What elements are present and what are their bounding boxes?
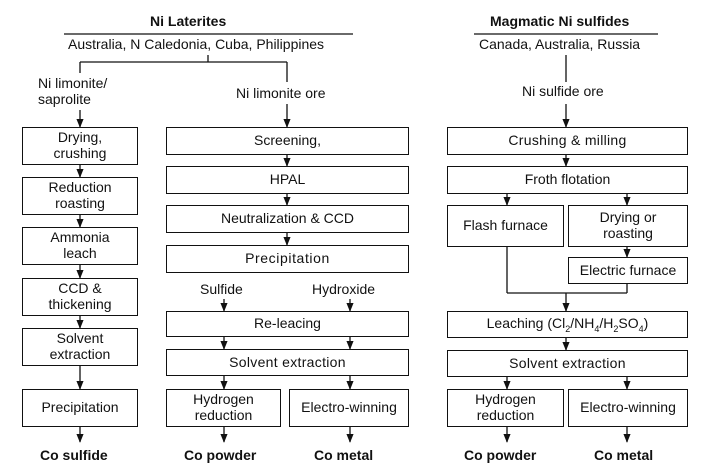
sulfides-countries: Canada, Australia, Russia	[479, 36, 641, 52]
sulfides-title: Magmatic Ni sulfides	[490, 13, 630, 29]
step-electro-winning-sulfide: Electro-winning	[568, 389, 688, 427]
step-hpal: HPAL	[166, 166, 409, 194]
step-drying-roasting: Drying or roasting	[568, 205, 688, 247]
output-co-metal-sulfide: Co metal	[594, 447, 654, 463]
branch-label-limonite-ore: Ni limonite ore	[236, 85, 326, 101]
step-screening: Screening,	[166, 127, 409, 155]
step-crushing-milling: Crushing & milling	[447, 127, 688, 155]
laterites-countries: Australia, N Caledonia, Cuba, Philippine…	[68, 36, 325, 52]
output-co-powder-sulfide: Co powder	[464, 447, 537, 463]
step-neutralization-ccd: Neutralization & CCD	[166, 205, 409, 233]
branch-label-limonite-saprolite: Ni limonite/ saprolite	[38, 75, 108, 107]
step-electro-winning-laterite: Electro-winning	[289, 389, 409, 427]
output-co-powder-laterite: Co powder	[184, 447, 257, 463]
step-leaching: Leaching (Cl2/NH4/H2SO4)	[447, 311, 688, 338]
step-drying-crushing: Drying, crushing	[22, 127, 138, 165]
step-flash-furnace: Flash furnace	[447, 205, 564, 247]
output-co-sulfide: Co sulfide	[40, 447, 108, 463]
step-precipitation-left: Precipitation	[22, 389, 138, 427]
step-solvent-extraction-left: Solvent extraction	[22, 328, 138, 366]
laterites-title: Ni Laterites	[150, 13, 227, 29]
step-re-leaching: Re-leacing	[166, 311, 409, 337]
step-solvent-extraction-sulfide: Solvent extraction	[447, 350, 688, 377]
step-ccd-thickening: CCD & thickening	[22, 278, 138, 316]
step-ammonia-leach: Ammonia leach	[22, 227, 138, 265]
step-precipitation-mid: Precipitation	[166, 245, 409, 273]
step-hydrogen-reduction-laterite: Hydrogen reduction	[166, 389, 281, 427]
label-sulfide: Sulfide	[200, 281, 243, 297]
step-solvent-extraction-mid: Solvent extraction	[166, 349, 409, 376]
step-hydrogen-reduction-sulfide: Hydrogen reduction	[447, 389, 564, 427]
step-reduction-roasting: Reduction roasting	[22, 177, 138, 215]
step-electric-furnace: Electric furnace	[568, 257, 688, 284]
output-co-metal-laterite: Co metal	[314, 447, 374, 463]
label-hydroxide: Hydroxide	[312, 281, 376, 297]
step-froth-flotation: Froth flotation	[447, 166, 688, 194]
label-ni-sulfide-ore: Ni sulfide ore	[522, 83, 604, 99]
